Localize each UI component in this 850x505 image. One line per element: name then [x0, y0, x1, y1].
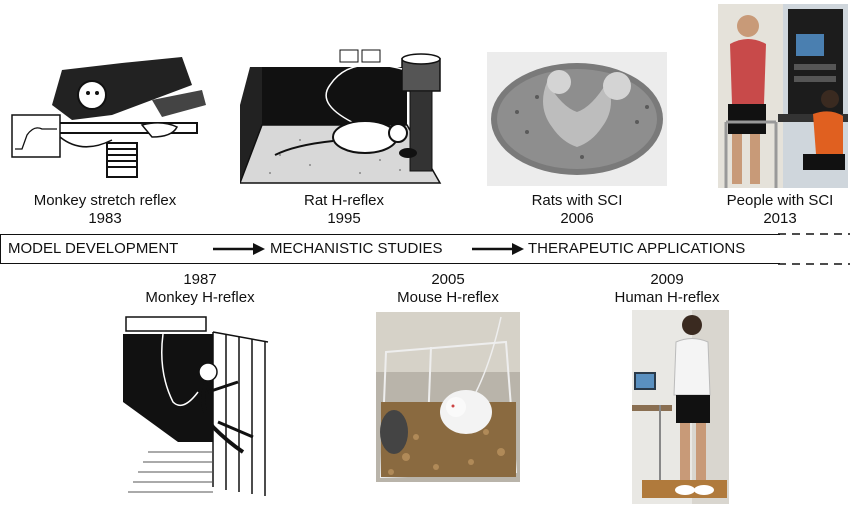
- caption-year: 2005: [431, 271, 465, 288]
- timeline-box: [0, 234, 780, 264]
- people-with-sci-photo: [718, 4, 848, 188]
- caption-year: 2013: [763, 210, 797, 227]
- caption-mouse-h-reflex: 2005 Mouse H-reflex: [358, 271, 538, 307]
- caption-label: Rat H-reflex: [303, 192, 385, 209]
- caption-label: Monkey H-reflex: [145, 289, 255, 306]
- caption-label: Human H-reflex: [614, 289, 720, 306]
- caption-rat-h-reflex: Rat H-reflex 1995: [254, 192, 434, 228]
- caption-label: Monkey stretch reflex: [33, 192, 177, 209]
- caption-year: 2009: [650, 271, 684, 288]
- caption-human-h-reflex: 2009 Human H-reflex: [592, 271, 742, 307]
- mouse-h-reflex-photo: [376, 312, 520, 482]
- arrow-right-icon: [472, 243, 524, 255]
- spinal-cord-section-image: [487, 52, 667, 186]
- timeline-dashed-extension: [778, 233, 850, 265]
- rat-h-reflex-illustration: [240, 45, 446, 185]
- human-h-reflex-photo: [632, 310, 729, 504]
- caption-year: 2006: [560, 210, 594, 227]
- caption-people-with-sci: People with SCI 2013: [710, 192, 850, 228]
- caption-label: Rats with SCI: [531, 192, 623, 209]
- arrow-right-icon: [213, 243, 265, 255]
- caption-year: 1987: [183, 271, 217, 288]
- stage-therapeutic-applications: THERAPEUTIC APPLICATIONS: [528, 240, 746, 257]
- monkey-stretch-reflex-illustration: [2, 45, 206, 190]
- stage-model-development: MODEL DEVELOPMENT: [8, 240, 179, 257]
- caption-monkey-h-reflex: 1987 Monkey H-reflex: [110, 271, 290, 307]
- caption-year: 1995: [327, 210, 361, 227]
- stage-mechanistic-studies: MECHANISTIC STUDIES: [270, 240, 443, 257]
- monkey-h-reflex-illustration: [118, 312, 276, 500]
- caption-year: 1983: [88, 210, 122, 227]
- caption-label: Mouse H-reflex: [397, 289, 499, 306]
- caption-monkey-stretch-reflex: Monkey stretch reflex 1983: [0, 192, 210, 228]
- caption-label: People with SCI: [726, 192, 834, 209]
- caption-rats-with-sci: Rats with SCI 2006: [487, 192, 667, 228]
